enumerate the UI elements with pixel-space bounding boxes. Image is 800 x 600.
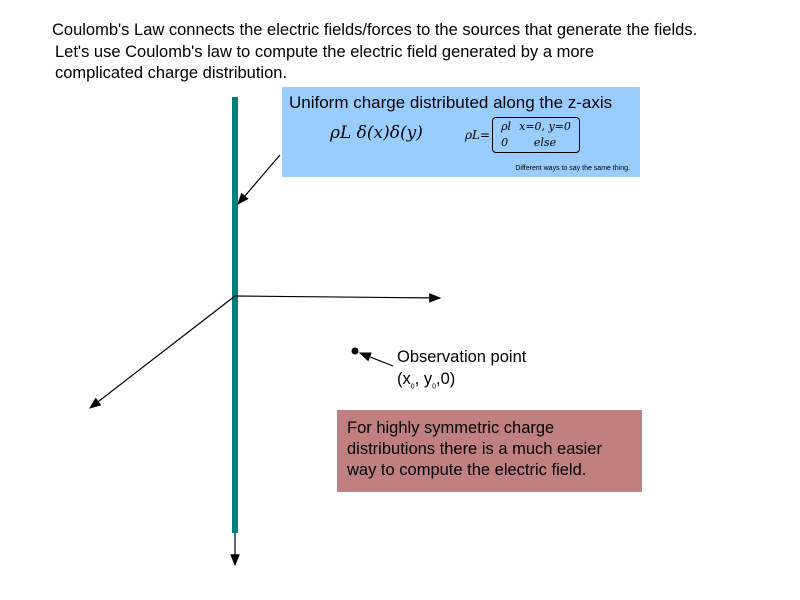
symmetry-note-line-3: way to compute the electric field. bbox=[347, 461, 587, 479]
formula-piecewise: ρL= ρl x=0, y=0 0 else bbox=[465, 117, 580, 153]
case2-condition: else bbox=[533, 136, 557, 149]
x-axis-arrow bbox=[89, 295, 236, 409]
case1-value: ρl bbox=[501, 120, 512, 133]
definition-box: Uniform charge distributed along the z-a… bbox=[282, 87, 640, 177]
symmetry-note-line-1: For highly symmetric charge bbox=[347, 419, 555, 437]
case2-value: 0 bbox=[501, 136, 509, 149]
case1-condition: x=0, y=0 bbox=[519, 120, 571, 133]
y-axis-arrow bbox=[234, 293, 442, 303]
formula-lhs: ρL= bbox=[465, 128, 491, 142]
symmetry-note-line-2: distributions there is a much easier bbox=[347, 440, 602, 458]
title-line-3: complicated charge distribution. bbox=[55, 64, 288, 82]
observation-arrow bbox=[358, 352, 394, 367]
formula-delta: ρL δ(x)δ(y) bbox=[330, 123, 423, 143]
observation-label: Observation point bbox=[397, 348, 527, 366]
symmetry-note-box: For highly symmetric charge distribution… bbox=[337, 410, 642, 492]
definition-heading: Uniform charge distributed along the z-a… bbox=[289, 93, 613, 112]
title-line-1: Coulomb's Law connects the electric fiel… bbox=[52, 21, 698, 39]
observation-point bbox=[351, 347, 359, 355]
definition-note: Different ways to say the same thing. bbox=[515, 165, 630, 172]
pointer-arrow bbox=[237, 154, 281, 205]
title-line-2: Let's use Coulomb's law to compute the e… bbox=[55, 43, 595, 61]
observation-coords: (x0, y0,0) bbox=[397, 370, 456, 391]
